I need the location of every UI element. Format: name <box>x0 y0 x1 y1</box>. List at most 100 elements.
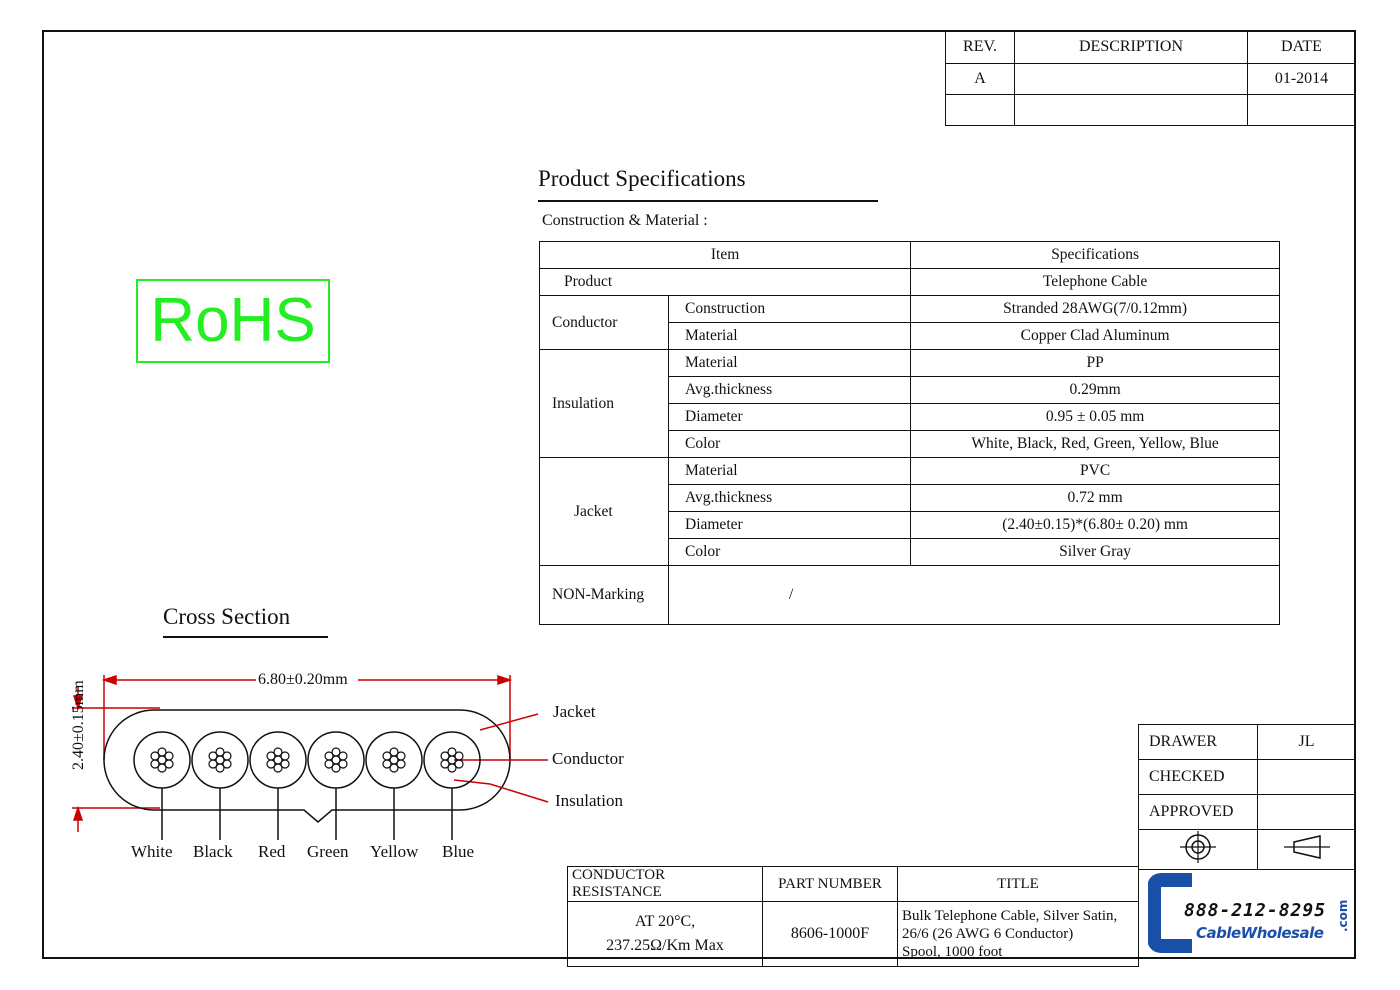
height-dimension <box>72 686 160 832</box>
title-block: CONDUCTOR RESISTANCE PART NUMBER TITLE A… <box>567 866 1139 967</box>
spec-row: Product Telephone Cable <box>538 268 1280 296</box>
conductor-black <box>191 731 249 840</box>
title-line-2: 26/6 (26 AWG 6 Conductor) <box>902 926 1074 942</box>
checked-value <box>1257 759 1356 795</box>
insulation-color-label: Color <box>667 430 912 458</box>
title-value: Bulk Telephone Cable, Silver Satin, 26/6… <box>897 901 1139 967</box>
spec-subtitle: Construction & Material : <box>542 212 708 229</box>
conductor-construction-value: Stranded 28AWG(7/0.12mm) <box>910 295 1280 323</box>
conductor-yellow <box>365 731 423 840</box>
item-header: Item <box>538 241 912 269</box>
product-value: Telephone Cable <box>910 268 1280 296</box>
insulation-thickness-value: 0.29mm <box>910 376 1280 404</box>
resistance-line-1: AT 20°C, <box>634 913 696 930</box>
wire-label-black: Black <box>193 842 233 861</box>
cross-section-diagram <box>72 674 549 840</box>
jacket-label: Jacket <box>539 457 669 566</box>
jacket-material-label: Material <box>667 457 912 485</box>
title-block-header: CONDUCTOR RESISTANCE PART NUMBER TITLE <box>567 866 1139 902</box>
jacket-color-value: Silver Gray <box>910 538 1280 566</box>
approved-label: APPROVED <box>1138 794 1258 830</box>
insulation-diameter-label: Diameter <box>667 403 912 431</box>
logo-c-icon <box>1148 873 1192 953</box>
description-header: DESCRIPTION <box>1014 30 1248 64</box>
wire-label-red: Red <box>258 842 286 861</box>
spec-row: Jacket Material PVC <box>539 457 1280 566</box>
width-dimension-label: 6.80±0.20mm <box>258 671 348 688</box>
projection-symbol-cell <box>1138 829 1258 870</box>
cross-section-underline <box>163 636 328 638</box>
title-line-1: Bulk Telephone Cable, Silver Satin, <box>902 908 1118 924</box>
height-dimension-label: 2.40±0.15mm <box>70 680 87 770</box>
rohs-badge: RoHS <box>136 279 330 363</box>
approval-row: CHECKED <box>1138 759 1356 795</box>
approval-row: DRAWER JL <box>1138 724 1356 760</box>
cross-section-title: Cross Section <box>163 604 291 629</box>
jacket-thickness-value: 0.72 mm <box>910 484 1280 512</box>
spec-title: Product Specifications <box>538 166 746 191</box>
revision-table: REV. DESCRIPTION DATE A 01-2014 <box>945 30 1356 126</box>
jacket-color-label: Color <box>667 538 912 566</box>
conductor-material-value: Copper Clad Aluminum <box>910 322 1280 350</box>
logo-tld: .com <box>1336 899 1350 932</box>
insulation-material-value: PP <box>910 349 1280 377</box>
insulation-label: Insulation <box>539 349 669 458</box>
conductor-red <box>249 731 307 840</box>
approval-row: APPROVED <box>1138 794 1356 830</box>
spec-row: Avg.thickness 0.29mm <box>540 376 1280 404</box>
specifications-header: Specifications <box>910 241 1280 269</box>
spec-table: Item Specifications Product Telephone Ca… <box>538 241 1280 625</box>
checked-label: CHECKED <box>1138 759 1258 795</box>
drawer-value: JL <box>1257 724 1356 760</box>
date-value <box>1247 94 1356 126</box>
rev-value <box>945 94 1015 126</box>
projection-row <box>1138 829 1356 870</box>
conductors <box>133 731 481 840</box>
spec-row: NON-Marking / <box>539 565 1280 625</box>
description-value <box>1014 94 1248 126</box>
insulation-color-value: White, Black, Red, Green, Yellow, Blue <box>910 430 1280 458</box>
width-dimension <box>101 674 513 760</box>
title-block-values: AT 20°C, 237.25Ω/Km Max 8606-1000F Bulk … <box>567 901 1139 967</box>
insulation-callout: Insulation <box>555 791 623 810</box>
resistance-line-2: 237.25Ω/Km Max <box>606 937 724 954</box>
spec-title-underline <box>538 200 878 202</box>
rev-header: REV. <box>945 30 1015 64</box>
resistance-header: CONDUCTOR RESISTANCE <box>567 866 763 902</box>
revision-row: A 01-2014 <box>945 63 1356 95</box>
spec-row: Color White, Black, Red, Green, Yellow, … <box>540 430 1280 458</box>
crosshair-icon <box>1180 831 1216 863</box>
non-marking-label: NON-Marking <box>539 565 669 625</box>
cablewholesale-logo: 888-212-8295 CableWholesale .com <box>1140 868 1356 958</box>
logo-phone: 888-212-8295 <box>1184 900 1327 921</box>
revision-header-row: REV. DESCRIPTION DATE <box>945 30 1356 64</box>
date-header: DATE <box>1247 30 1356 64</box>
spec-row: Material Copper Clad Aluminum <box>540 322 1280 350</box>
non-marking-value: / <box>668 565 1280 625</box>
conductor-label: Conductor <box>539 295 669 350</box>
jacket-diameter-label: Diameter <box>667 511 912 539</box>
conductor-callout: Conductor <box>552 749 624 768</box>
jacket-callout: Jacket <box>553 702 596 721</box>
spec-header-row: Item Specifications <box>538 241 1280 269</box>
jacket-outline <box>103 709 511 823</box>
spec-row: Color Silver Gray <box>540 538 1280 566</box>
part-number-header: PART NUMBER <box>762 866 898 902</box>
conductor-material-label: Material <box>667 322 912 350</box>
drawer-label: DRAWER <box>1138 724 1258 760</box>
projection-view-cell <box>1257 829 1356 870</box>
wire-label-yellow: Yellow <box>370 842 419 861</box>
title-line-3: Spool, 1000 foot <box>902 944 1003 960</box>
rev-value: A <box>945 63 1015 95</box>
title-header: TITLE <box>897 866 1139 902</box>
jacket-material-value: PVC <box>910 457 1280 485</box>
approved-value <box>1257 794 1356 830</box>
wire-label-blue: Blue <box>442 842 475 861</box>
resistance-value: AT 20°C, 237.25Ω/Km Max <box>567 901 763 967</box>
third-angle-projection-icon <box>1283 835 1330 859</box>
jacket-diameter-value: (2.40±0.15)*(6.80± 0.20) mm <box>910 511 1280 539</box>
product-label: Product <box>538 268 912 296</box>
conductor-green <box>307 731 365 840</box>
insulation-thickness-label: Avg.thickness <box>667 376 912 404</box>
logo-brand: CableWholesale <box>1196 924 1324 942</box>
